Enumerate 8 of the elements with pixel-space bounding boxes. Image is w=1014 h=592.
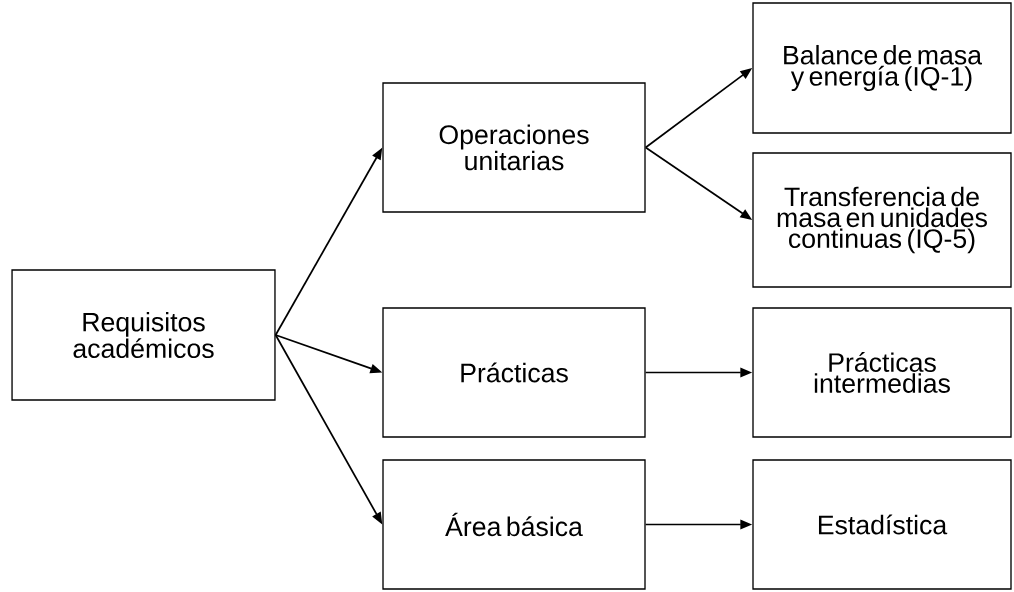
box: Balance de masa y energía (IQ-1) — [752, 2, 1012, 134]
box: Operaciones unitarias — [382, 82, 646, 213]
box: Área básica — [382, 459, 646, 590]
box: Estadística — [752, 459, 1012, 590]
box: Transferencia de masa en unidades continuas (IQ-5) — [752, 152, 1012, 288]
box: Prácticas — [382, 307, 646, 438]
box: Prácticas intermedias — [752, 307, 1012, 438]
box: Requisitos académicos — [11, 269, 276, 401]
